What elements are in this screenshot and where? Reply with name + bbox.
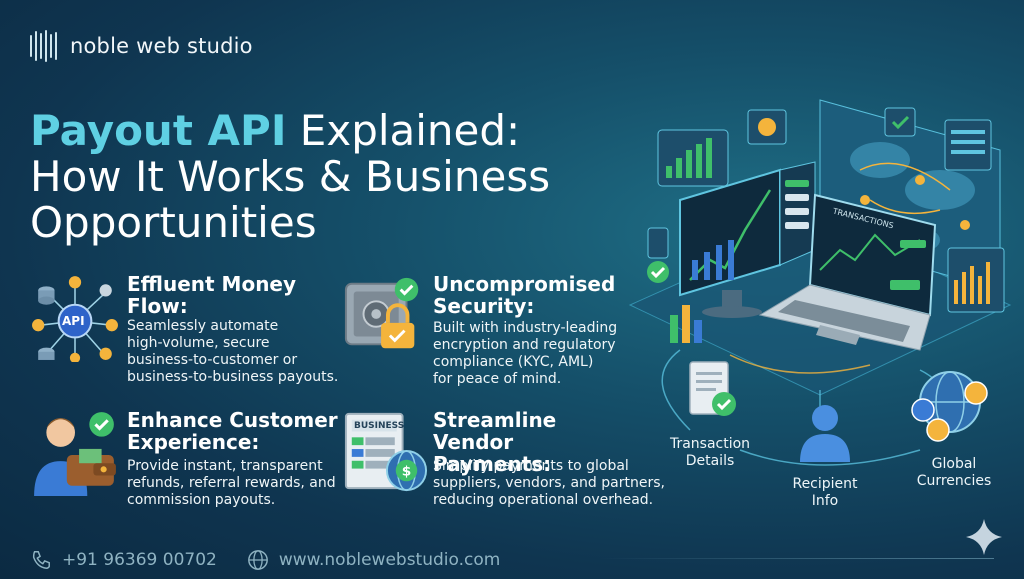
api-hub-icon: [32, 276, 118, 362]
title-rest: Explained:: [286, 106, 521, 155]
title-accent: Payout API: [30, 106, 287, 155]
business-invoice-icon: $: [344, 412, 428, 492]
footer-divider: [600, 558, 994, 559]
api-hub-label: API: [62, 314, 85, 328]
safe-lock-icon: [344, 277, 419, 349]
svg-text:$: $: [402, 463, 412, 479]
globe-currencies-icon: [911, 371, 988, 442]
recipient-user-icon: [800, 405, 850, 462]
footer-contact: +91 96369 00702 www.noblewebstudio.com: [30, 549, 500, 571]
brand-name: noble web studio: [70, 34, 253, 58]
page-title: Payout API Explained: How It Works & Bus…: [30, 108, 630, 246]
transaction-document-icon: [689, 361, 736, 416]
title-line3: Opportunities: [30, 198, 317, 247]
invoice-label: BUSINESS: [354, 421, 405, 431]
brand-logo: noble web studio: [30, 30, 253, 62]
phone-icon: [32, 551, 50, 569]
customer-wallet-icon: [34, 412, 116, 496]
website-link[interactable]: www.noblewebstudio.com: [247, 549, 500, 571]
logo-bars-icon: [30, 30, 60, 62]
phone-number: +91 96369 00702: [62, 550, 217, 570]
globe-icon: [247, 550, 268, 570]
sparkle-icon: [966, 519, 1002, 555]
title-line2: How It Works & Business: [30, 152, 551, 201]
monitor: [679, 161, 816, 318]
hero-graphic: [628, 99, 1012, 466]
website-url: www.noblewebstudio.com: [278, 550, 501, 570]
laptop: [758, 193, 937, 351]
phone-contact[interactable]: +91 96369 00702: [30, 549, 217, 571]
